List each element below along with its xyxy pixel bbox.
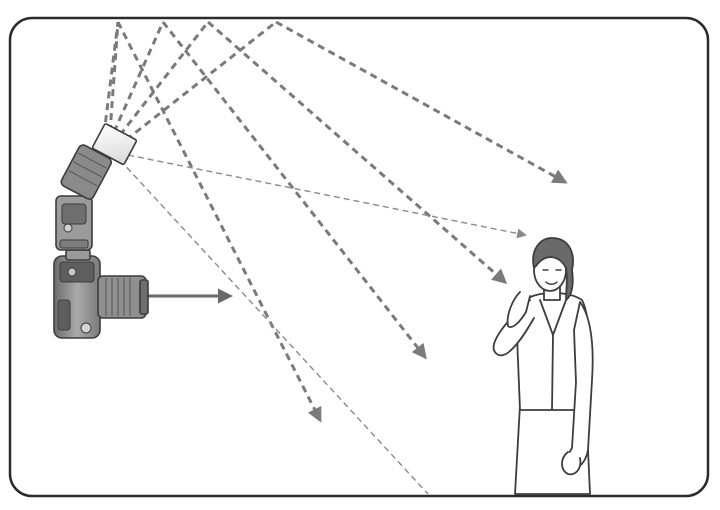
camera-lens — [97, 275, 149, 319]
camera-body — [53, 249, 101, 339]
camera-icon — [53, 123, 233, 339]
diagram-frame — [8, 16, 710, 498]
person-figure-icon — [492, 237, 594, 495]
bounce-light-rays — [102, 20, 568, 495]
speedlight-flash-icon — [55, 123, 138, 251]
flash-diffuser — [91, 123, 138, 166]
